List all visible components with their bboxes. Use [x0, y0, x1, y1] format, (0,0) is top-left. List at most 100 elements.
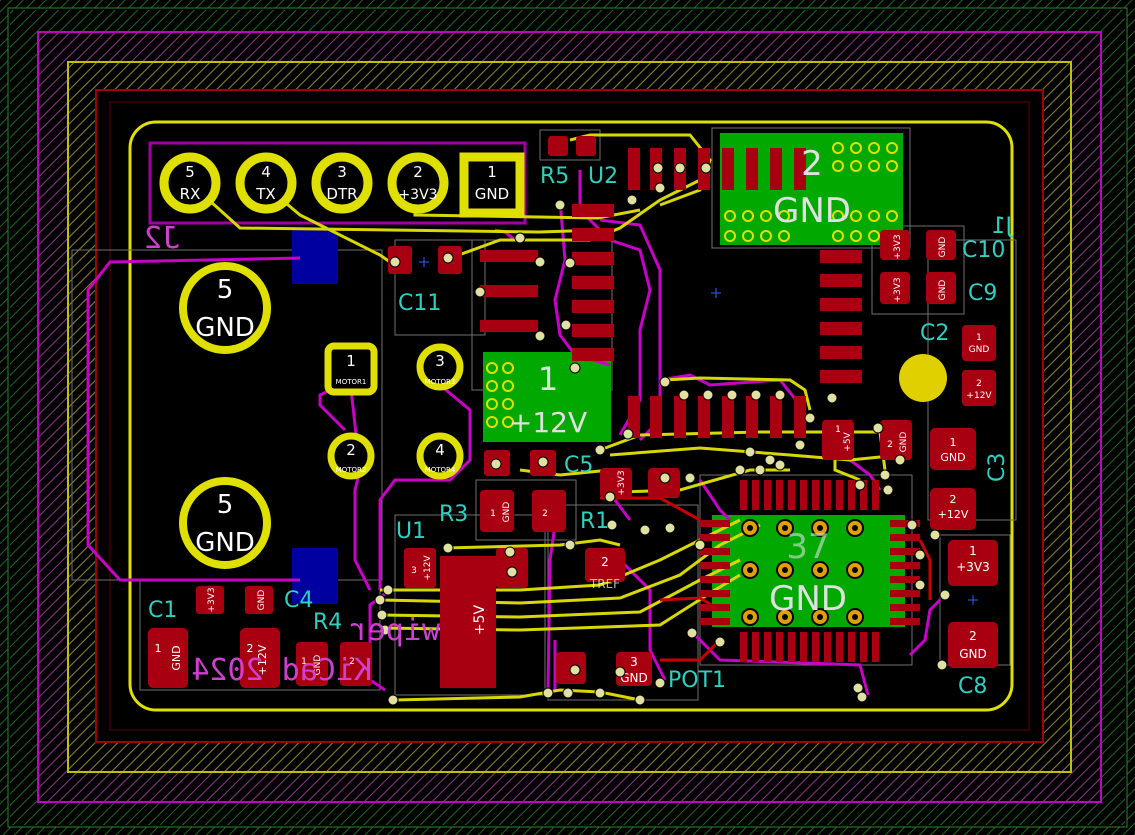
u3-pads — [700, 480, 920, 662]
c2-pad1-name: GND — [969, 345, 990, 355]
mount-hole-top-num: 5 — [217, 275, 234, 305]
motor-pin3-name: MOTOR3 — [425, 378, 456, 386]
motor-pin1-name: MOTOR1 — [336, 378, 367, 386]
j2-pin4-name: TX — [255, 185, 275, 203]
pot1-pad3-name: GND — [620, 671, 648, 685]
r4-pad1-num: 1 — [301, 657, 307, 667]
j2-pin2-name: +3V3 — [398, 187, 437, 203]
u1-ref: U1 — [396, 519, 426, 544]
motor-pin-2 — [327, 432, 375, 480]
r3-pad1-name: GND — [502, 502, 512, 523]
j2-pin-3 — [311, 152, 373, 214]
j2-pin1-name: GND — [475, 185, 509, 203]
u2-12v-zone-num: 1 — [538, 360, 558, 398]
power-zone-blue-bottom — [292, 548, 338, 604]
c2-pad1-num: 1 — [976, 333, 982, 343]
c3-pad1-name: GND — [940, 451, 965, 464]
vias — [374, 162, 951, 706]
u2-gnd-zone-name: GND — [773, 191, 851, 231]
j2-pin5-num: 5 — [185, 163, 195, 181]
c6-pad-label: +3V3 — [617, 470, 627, 495]
c9-pad1-label: +3V3 — [893, 277, 903, 302]
c8-pad2-name: GND — [959, 647, 987, 661]
c8-ref: C8 — [958, 674, 987, 699]
u2-thermal-vias — [486, 142, 898, 428]
c9-ref: C9 — [968, 281, 997, 306]
j2-pin3-name: DTR — [326, 185, 357, 203]
c4-ref: C4 — [284, 588, 313, 613]
c3-pad1-num: 1 — [950, 436, 957, 449]
r5-ref: R5 — [540, 164, 569, 189]
pot1-pad3-num: 3 — [630, 655, 638, 669]
j2-header: 5 RX 4 TX 3 DTR 2 +3V3 1 GND J2 — [144, 152, 525, 256]
back-silk-line2: KiCad 2024 — [191, 653, 372, 688]
c5-ref: C5 — [564, 453, 593, 478]
c1-pad1-num: 1 — [155, 642, 162, 655]
c1-pad1-name: GND — [170, 645, 183, 670]
mount-hole-bottom-num: 5 — [217, 490, 234, 520]
j2-pin5-name: RX — [180, 185, 201, 203]
mount-hole-bottom — [179, 477, 271, 569]
r4-ref: R4 — [313, 610, 342, 635]
c3-pad2-num: 2 — [950, 493, 957, 506]
u1-pad3-name: +12V — [423, 555, 433, 581]
motor-pin-3 — [416, 343, 464, 391]
u2-gnd-zone-num: 2 — [801, 144, 823, 184]
c8-pad1-num: 1 — [969, 544, 977, 558]
j2-pin2-num: 2 — [413, 163, 423, 181]
back-silk-text: wiper KiCad 2024 — [191, 613, 440, 688]
pot1-ref: POT1 — [668, 668, 726, 693]
c7-pad2-name: GND — [899, 432, 909, 453]
u2-12v-zone-name: +12V — [509, 406, 587, 439]
motor-pin1-num: 1 — [346, 352, 356, 370]
j2-pin-5 — [159, 152, 221, 214]
pot1-pad2-name: TREF — [589, 577, 620, 591]
motor-pin4-num: 4 — [435, 441, 445, 459]
c1-ref: C1 — [148, 598, 177, 623]
motor-pin3-num: 3 — [435, 352, 445, 370]
motor-pin-4 — [416, 432, 464, 480]
c7-pad1-num: 1 — [835, 425, 841, 435]
r3-ref: R3 — [439, 502, 468, 527]
motor-pin2-num: 2 — [346, 441, 356, 459]
c3-ref: C3 — [985, 453, 1010, 482]
c10-pad2-label: GND — [938, 237, 948, 258]
c7-pad1-name: +5V — [843, 431, 853, 451]
c10-ref: C10 — [962, 238, 1005, 263]
r3-pad1-num: 1 — [490, 509, 496, 519]
silkscreen-labels: R5 U2 J1 C10 C9 C11 C2 C3 C5 R3 U1 C1 C4… — [148, 164, 1014, 699]
j1-ref: J1 — [992, 214, 1015, 239]
j2-pin-2 — [387, 152, 449, 214]
mount-hole-bottom-name: GND — [195, 528, 255, 558]
c2-pad2-num: 2 — [976, 379, 982, 389]
u2-ref: U2 — [588, 164, 618, 189]
pot1-pad2-num: 2 — [601, 555, 609, 569]
c1-pad2-num: 2 — [247, 642, 254, 655]
u2-12v-zone — [483, 352, 611, 442]
power-zone-blue-top — [292, 228, 338, 284]
c7-pad2-num: 2 — [887, 440, 893, 450]
u3-thermal-vias — [741, 519, 864, 626]
c2-pad2-name: +12V — [966, 391, 992, 401]
motor-pin-1 — [324, 342, 378, 396]
motor-pin2-name: MOTOR2 — [336, 466, 367, 474]
j2-pin1-num: 1 — [487, 163, 497, 181]
motor-pin4-name: MOTOR4 — [425, 466, 456, 474]
u3-gnd-zone-name: GND — [769, 579, 847, 619]
c8-pad2-num: 2 — [969, 629, 977, 643]
j2-pin4-num: 4 — [261, 163, 271, 181]
c11-ref: C11 — [398, 291, 441, 316]
c1-pad2-name: +12V — [256, 644, 269, 675]
c8-pad1-name: +3V3 — [956, 560, 990, 574]
r1-ref: R1 — [580, 509, 609, 534]
c10-pad1-label: +3V3 — [893, 234, 903, 259]
r3-pad2-num: 2 — [542, 509, 548, 519]
u1-pad3-num: 3 — [411, 566, 417, 576]
origin-markers — [419, 257, 978, 605]
j2-pin-1 — [459, 152, 525, 218]
c2-ref: C2 — [920, 321, 949, 346]
u2-pads — [480, 148, 862, 438]
r4-pad2-num: 2 — [349, 657, 355, 667]
c4-pad2-label: GND — [257, 590, 267, 611]
